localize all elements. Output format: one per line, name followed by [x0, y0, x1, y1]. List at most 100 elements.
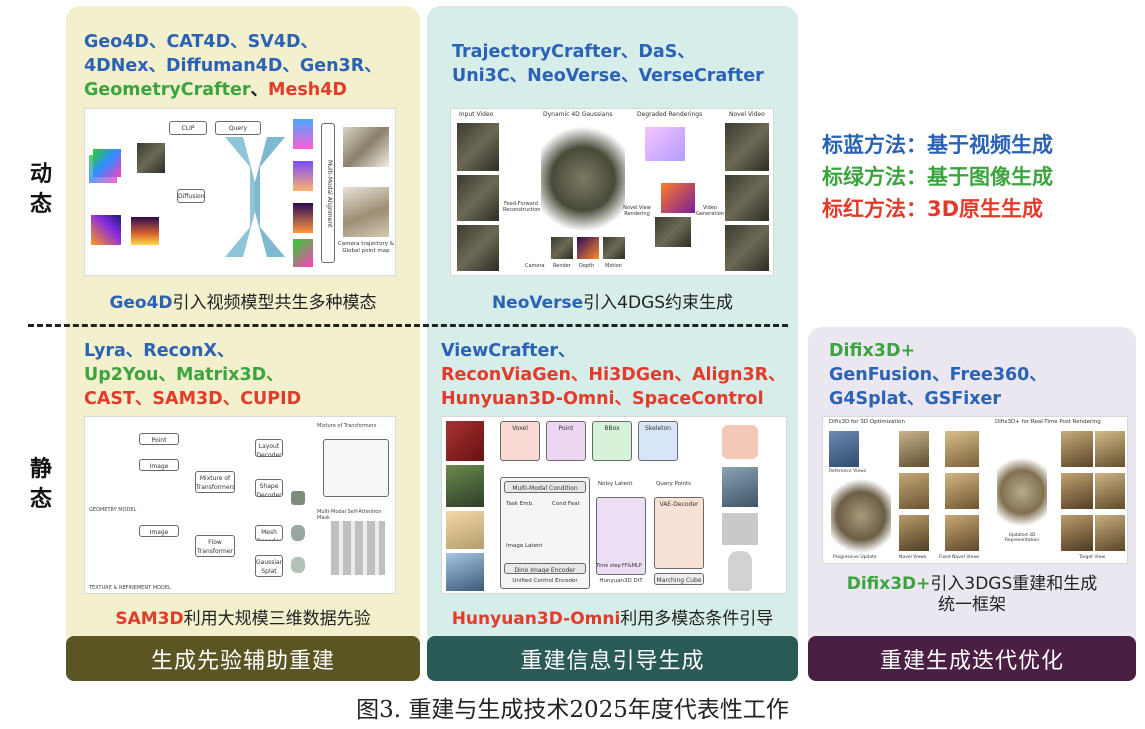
col3-caption: Difix3D+引入3DGS重建和生成 统一框架 [808, 574, 1136, 616]
depth-map-image [131, 217, 159, 245]
novel-view-rendering-label: Novel View Rendering [623, 205, 651, 217]
query-transformer-box: Query Transformer [215, 121, 261, 135]
mask-render [645, 127, 685, 161]
target-view-1 [1061, 431, 1093, 467]
render-label: Render [553, 263, 571, 269]
noisy-latent-label: Noisy Latent [598, 481, 633, 487]
novel-video-label: Novel Video [729, 111, 765, 118]
geo4d-architecture-figure: CLIP Encoder Query Transformer Diffusion… [84, 108, 396, 276]
voxel-condition: Voxel [500, 421, 540, 461]
point-map-image [91, 215, 121, 245]
target-view-2 [1061, 473, 1093, 509]
cond-feat-label: Cond Feat [552, 501, 580, 507]
method-green: GeometryCrafter [84, 80, 251, 100]
input-frame-1 [457, 123, 499, 171]
vae-decoder-box: VAE-Decoder [654, 497, 704, 569]
degraded-renderings-label: Degraded Renderings [637, 111, 703, 118]
hunyuan3d-omni-figure: Voxel Point BBox Skeleton Multi-Modal Co… [441, 416, 787, 594]
task-emb-label: Task Emb. [506, 501, 534, 507]
camera-label: Camera [525, 263, 545, 269]
attention-mask-grid [331, 521, 385, 575]
input-frame-2 [457, 175, 499, 221]
reference-views [829, 431, 859, 467]
point-encoder-box: Point Encoder [139, 433, 179, 445]
method-line: TrajectoryCrafter、DaS、 [452, 42, 695, 62]
updated-3d-label: Updated 3D Representation [1004, 533, 1040, 543]
mot-detail-box [323, 439, 389, 497]
caption-method-name: Hunyuan3D-Omni [451, 609, 621, 629]
feedforward-label: Feed-Forward Reconstruction [503, 201, 541, 213]
arch-input-image [446, 511, 484, 549]
voxel-shape [291, 491, 305, 505]
mixture-transformers-box: Mixture of Transformers [195, 471, 235, 493]
splat-output [291, 557, 305, 573]
novel-views-label: Novel Views [899, 555, 927, 560]
geometry-model-label: GEOMETRY MODEL [89, 507, 137, 513]
method-line: Up2You、Matrix3D、 [84, 365, 284, 385]
col2-static-caption: Hunyuan3D-Omni利用多模态条件引导 [427, 604, 798, 629]
depth-label: Depth [579, 263, 595, 269]
global-pointmap-top [343, 127, 389, 167]
caption-method-name: SAM3D [115, 609, 184, 629]
novel-frame-1 [725, 123, 769, 171]
layout-decoder-box: Layout Decoder [255, 439, 283, 457]
input-video-image [137, 143, 165, 173]
method-line: ReconViaGen、Hi3DGen、Align3R、 [441, 365, 786, 385]
camera-map-output [293, 161, 313, 191]
video-generation-label: Video Generation [696, 205, 724, 217]
query-points-label: Query Points [656, 481, 691, 487]
method-line: GeometryCrafter、Mesh4D [84, 78, 382, 102]
difix3d-pipeline-figure: Difix3D for 3D Optimization Difix3D+ for… [822, 416, 1128, 564]
col2-dynamic-caption: NeoVerse引入4DGS约束生成 [427, 288, 798, 313]
render-thumb [551, 237, 573, 259]
image-latent-label: Image Latent [506, 543, 543, 549]
camera-trajectory-label: Camera trajectory & Global point map [337, 241, 395, 254]
caption-text: 引入3DGS重建和生成 [930, 574, 1098, 594]
ray-map-image-stack [89, 155, 117, 183]
skeleton-condition: Skeleton [638, 421, 678, 461]
dynamic-side-label: 动 态 [26, 160, 56, 220]
motion-label: Motion [605, 263, 622, 269]
color-legend: 标蓝方法：基于视频生成 标绿方法：基于图像生成 标红方法：3D原生生成 [822, 129, 1053, 225]
depth-map-output [293, 203, 313, 233]
character-input-image [446, 553, 484, 591]
method-line: Difix3D+ [829, 341, 916, 361]
method-separator: 、 [250, 80, 269, 100]
mug-input-image [446, 421, 484, 461]
col2-footer-label: 重建信息引导生成 [427, 636, 798, 681]
method-line: G4Splat、GSFixer [829, 389, 1002, 409]
method-line: CAST、SAM3D、CUPID [84, 389, 302, 409]
difix-optimization-label: Difix3D for 3D Optimization [829, 419, 905, 425]
col1-static-methods: Lyra、ReconX、 Up2You、Matrix3D、 CAST、SAM3D… [84, 339, 301, 411]
method-red: Mesh4D [268, 80, 347, 100]
input-frame-3 [457, 225, 499, 271]
point-condition: Point [546, 421, 586, 461]
method-line: 4DNex、Diffuman4D、Gen3R、 [84, 56, 382, 76]
caption-method-name: NeoVerse [491, 293, 584, 313]
3d-scene-render [831, 479, 891, 553]
reference-views-label: Reference Views [829, 469, 867, 474]
caption-text: 利用大规模三维数据先验 [183, 609, 371, 629]
col2-dynamic-methods: TrajectoryCrafter、DaS、 Uni3C、NeoVerse、Ve… [452, 40, 764, 88]
dynamic-label-char: 态 [29, 192, 52, 217]
timestep-label: Time step [596, 563, 621, 569]
depth-render [661, 183, 695, 213]
sam3d-architecture-figure: Point Encoder Image Encoder Mixture of T… [84, 416, 396, 594]
method-line: Lyra、ReconX、 [84, 341, 235, 361]
mesh-output [291, 525, 305, 541]
multimodal-alignment-box: Multi-Modal Alignment [321, 123, 335, 263]
caption-text: 引入视频模型共生多种模态 [172, 293, 377, 313]
col1-static-caption: SAM3D利用大规模三维数据先验 [66, 604, 420, 629]
arch-output-mesh [722, 513, 758, 545]
diffusion-box: Diffusion [177, 189, 205, 203]
col1-dynamic-methods: Geo4D、CAT4D、SV4D、 4DNex、Diffuman4D、Gen3R… [84, 30, 382, 102]
fixed-view-3 [945, 515, 979, 551]
novel-view-1 [899, 431, 929, 467]
mot-legend-title: Mixture of Transformers [317, 423, 377, 429]
marching-cube-box: Marching Cube [654, 573, 704, 585]
target-view-5 [1095, 473, 1125, 509]
target-view-label: Target View [1079, 555, 1106, 560]
hunyuan-dit-box [596, 497, 646, 575]
texture-model-label: TEXTURE & REFINEMENT MODEL [89, 585, 171, 591]
fixed-novel-views-label: Fixed Novel Views [939, 555, 980, 560]
